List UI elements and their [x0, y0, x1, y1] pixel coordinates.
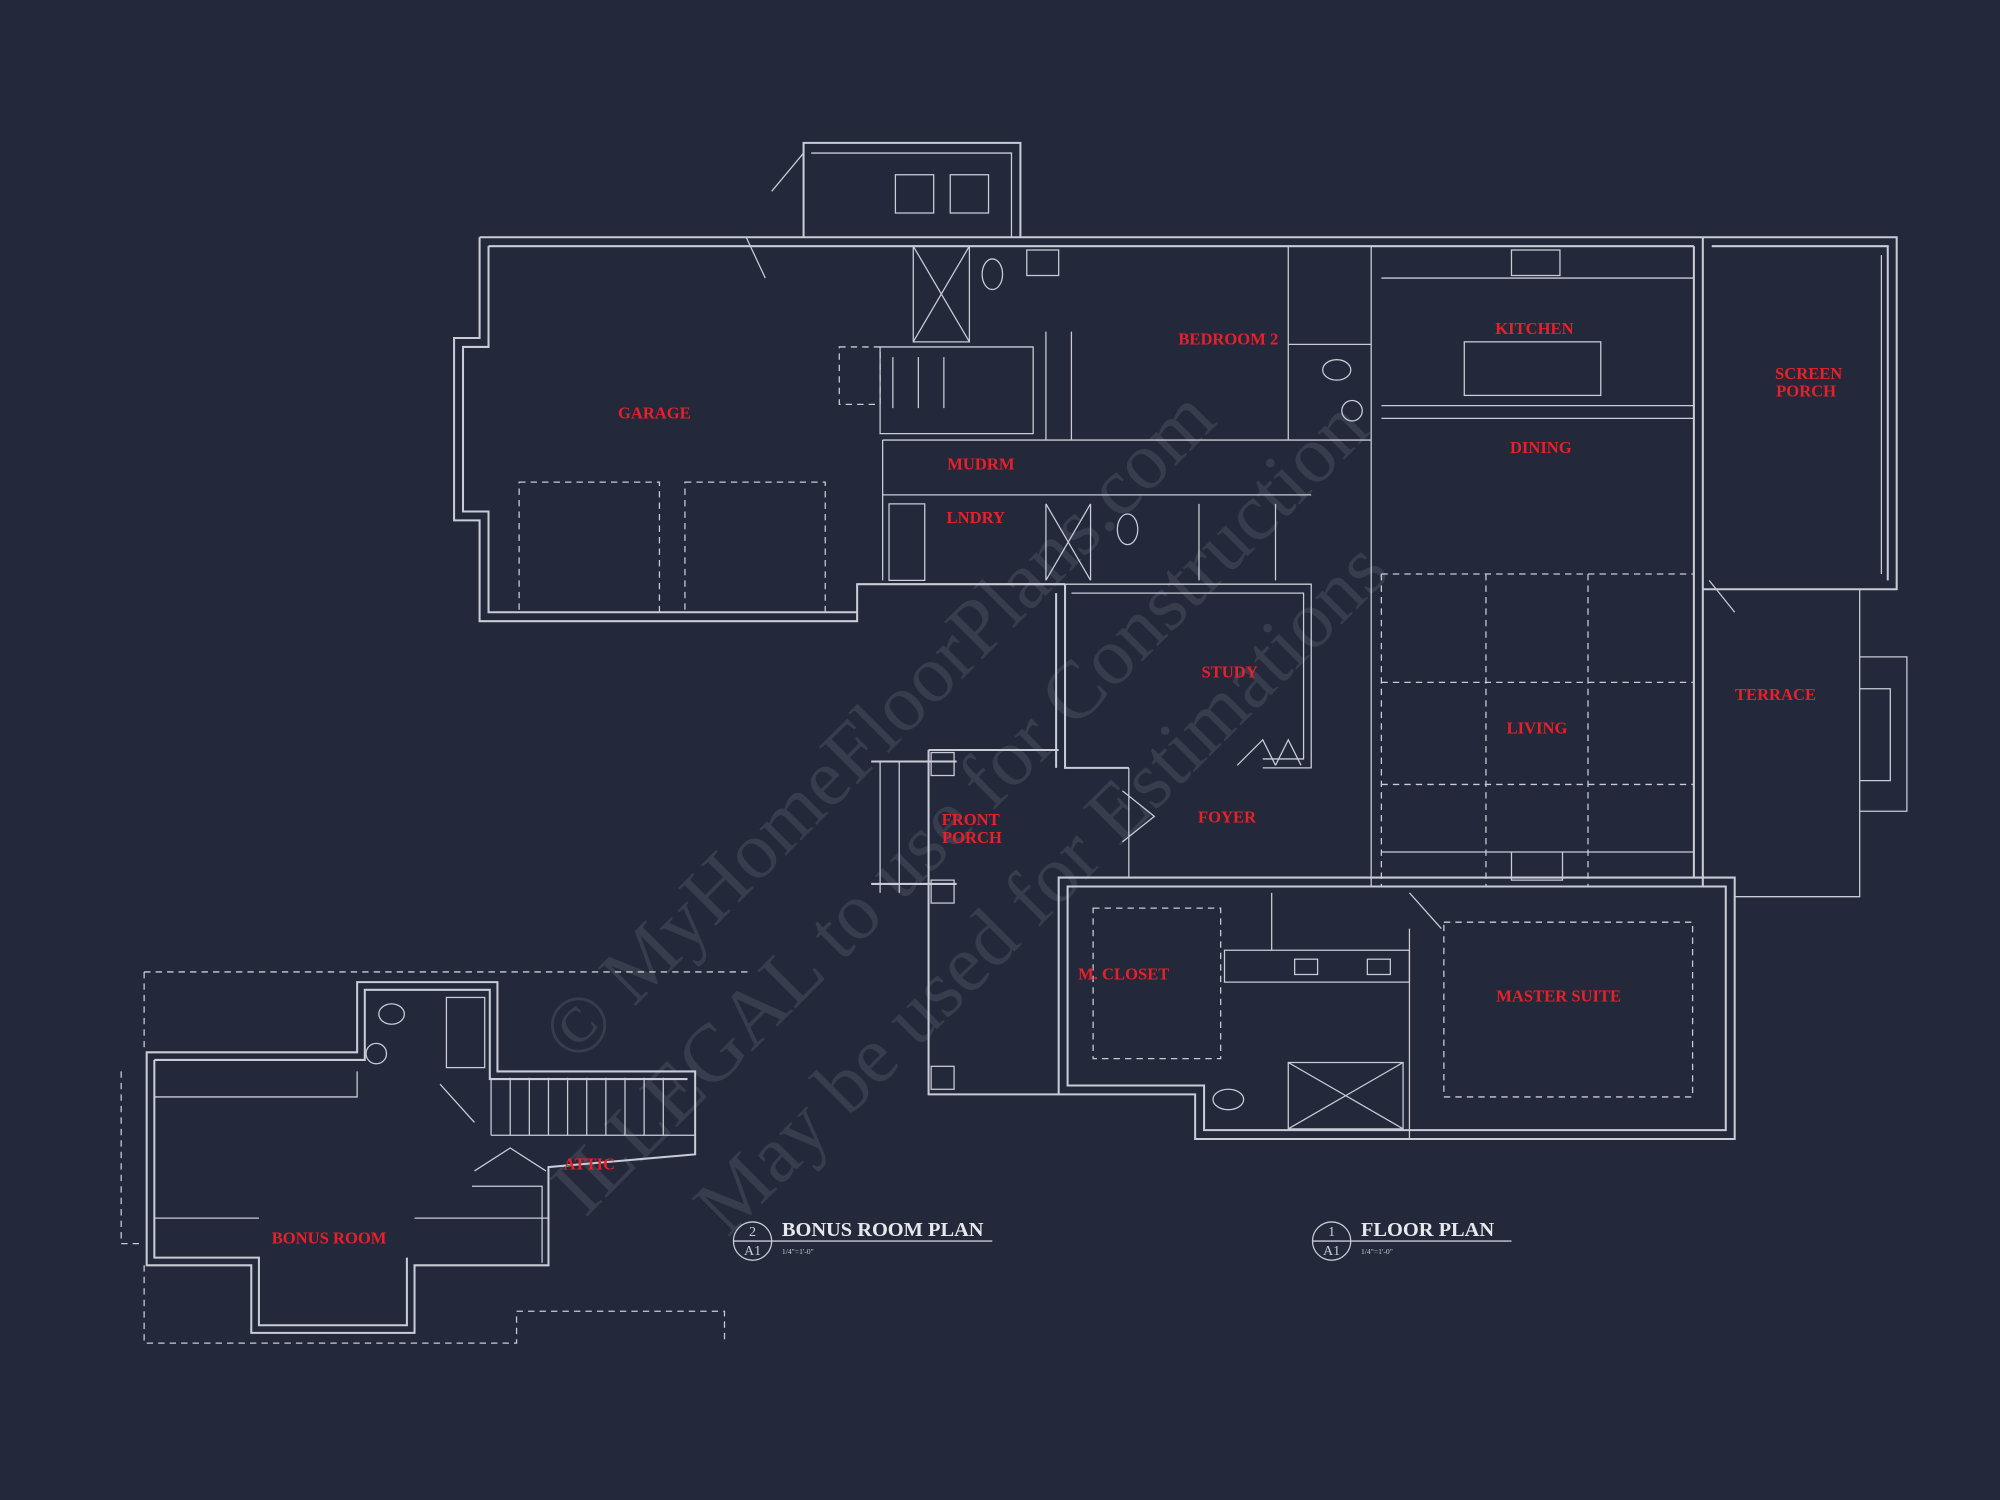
label-terrace: TERRACE — [1735, 685, 1816, 704]
plan-title: FLOOR PLAN — [1361, 1219, 1494, 1241]
bonus-room-plan — [120, 971, 750, 1344]
label-master-suite: MASTER SUITE — [1496, 986, 1621, 1005]
label-front-porch-2: PORCH — [942, 828, 1002, 847]
label-garage: GARAGE — [618, 403, 691, 422]
sheet-number: A1 — [1323, 1243, 1340, 1259]
label-kitchen: KITCHEN — [1495, 319, 1573, 338]
detail-number: 1 — [1328, 1224, 1335, 1240]
label-bedroom-2: BEDROOM 2 — [1178, 329, 1278, 348]
detail-number: 2 — [749, 1224, 756, 1240]
room-labels: GARAGE BEDROOM 2 KITCHEN SCREEN PORCH MU… — [272, 319, 1843, 1247]
exterior-structure — [802, 141, 1022, 238]
label-living: LIVING — [1507, 718, 1568, 737]
label-master-closet: M. CLOSET — [1078, 965, 1169, 984]
label-study: STUDY — [1201, 662, 1257, 681]
label-laundry: LNDRY — [947, 508, 1005, 527]
plan-title: BONUS ROOM PLAN — [782, 1219, 984, 1241]
plan-title-floor: 1 A1 FLOOR PLAN 1/4"=1'-0" — [1311, 1219, 1512, 1261]
plan-scale: 1/4"=1'-0" — [1361, 1247, 1393, 1256]
label-screen-porch-2: PORCH — [1776, 382, 1836, 401]
range-hood — [1510, 249, 1561, 277]
label-mudroom: MUDRM — [947, 454, 1015, 473]
label-attic: ATTIC — [564, 1155, 615, 1174]
label-screen-porch-1: SCREEN — [1775, 364, 1842, 383]
plan-title-bonus: 2 A1 BONUS ROOM PLAN 1/4"=1'-0" — [732, 1219, 993, 1261]
sheet-number: A1 — [744, 1243, 761, 1259]
label-bonus-room: BONUS ROOM — [272, 1229, 387, 1248]
plan-scale: 1/4"=1'-0" — [782, 1247, 814, 1256]
label-dining: DINING — [1510, 438, 1572, 457]
main-floor-plan — [453, 141, 1908, 1141]
label-front-porch-1: FRONT — [942, 810, 1000, 829]
label-foyer: FOYER — [1198, 808, 1257, 827]
garage-wall — [453, 236, 1703, 623]
